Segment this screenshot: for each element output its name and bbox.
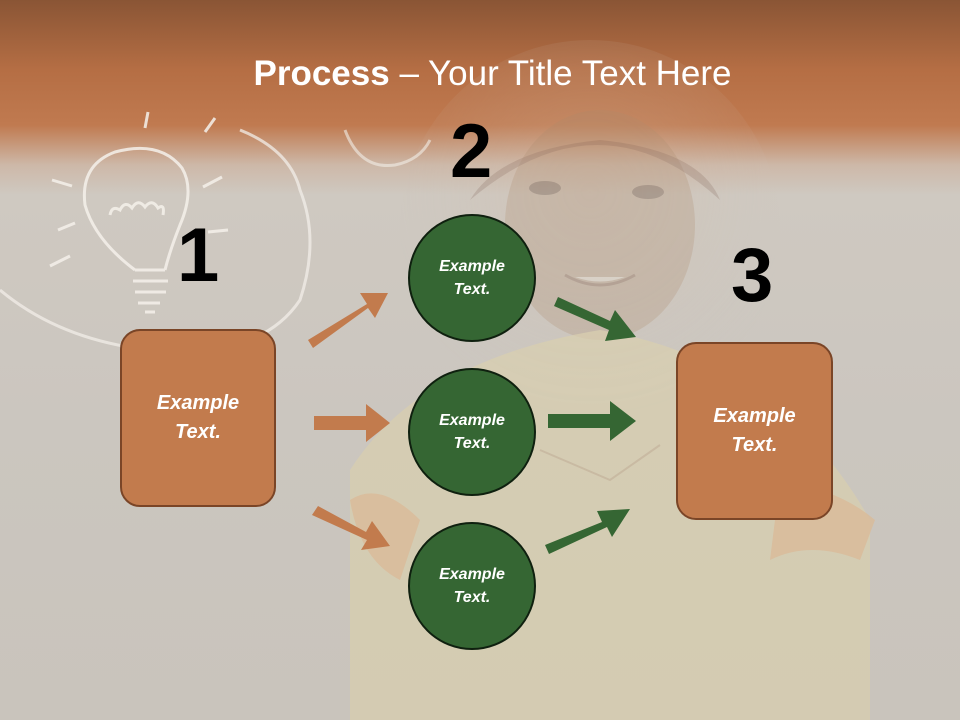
step-1-box: Example Text. [120, 329, 276, 507]
step-number-1: 1 [177, 213, 220, 298]
arrow-2-to-3-bottom [545, 509, 630, 554]
step-number-2: 2 [450, 109, 493, 194]
step-2-circle-middle: Example Text. [408, 368, 536, 496]
step-number-3: 3 [731, 233, 774, 318]
step-2-circle-bottom-text: Example Text. [439, 566, 505, 606]
step-3-box: Example Text. [676, 342, 833, 520]
slide-title: Process – Your Title Text Here [0, 52, 960, 96]
step-2-circle-middle-text: Example Text. [439, 412, 505, 452]
arrow-1-to-2-middle [314, 404, 390, 442]
title-bold: Process [253, 54, 390, 93]
step-2-circle-top: Example Text. [408, 214, 536, 342]
chalk-bubble [0, 128, 312, 353]
arrow-1-to-2-bottom [312, 506, 390, 550]
arrow-1-to-2-top [308, 293, 388, 348]
step-3-text: Example Text. [713, 405, 796, 456]
title-rest: – Your Title Text Here [389, 54, 732, 93]
lightbulb-icon [49, 111, 229, 314]
arrow-2-to-3-middle [548, 401, 636, 441]
step-2-circle-top-text: Example Text. [439, 258, 505, 298]
step-1-text: Example Text. [156, 392, 240, 443]
step-2-circle-bottom: Example Text. [408, 522, 536, 650]
arrow-2-to-3-top [554, 297, 636, 341]
